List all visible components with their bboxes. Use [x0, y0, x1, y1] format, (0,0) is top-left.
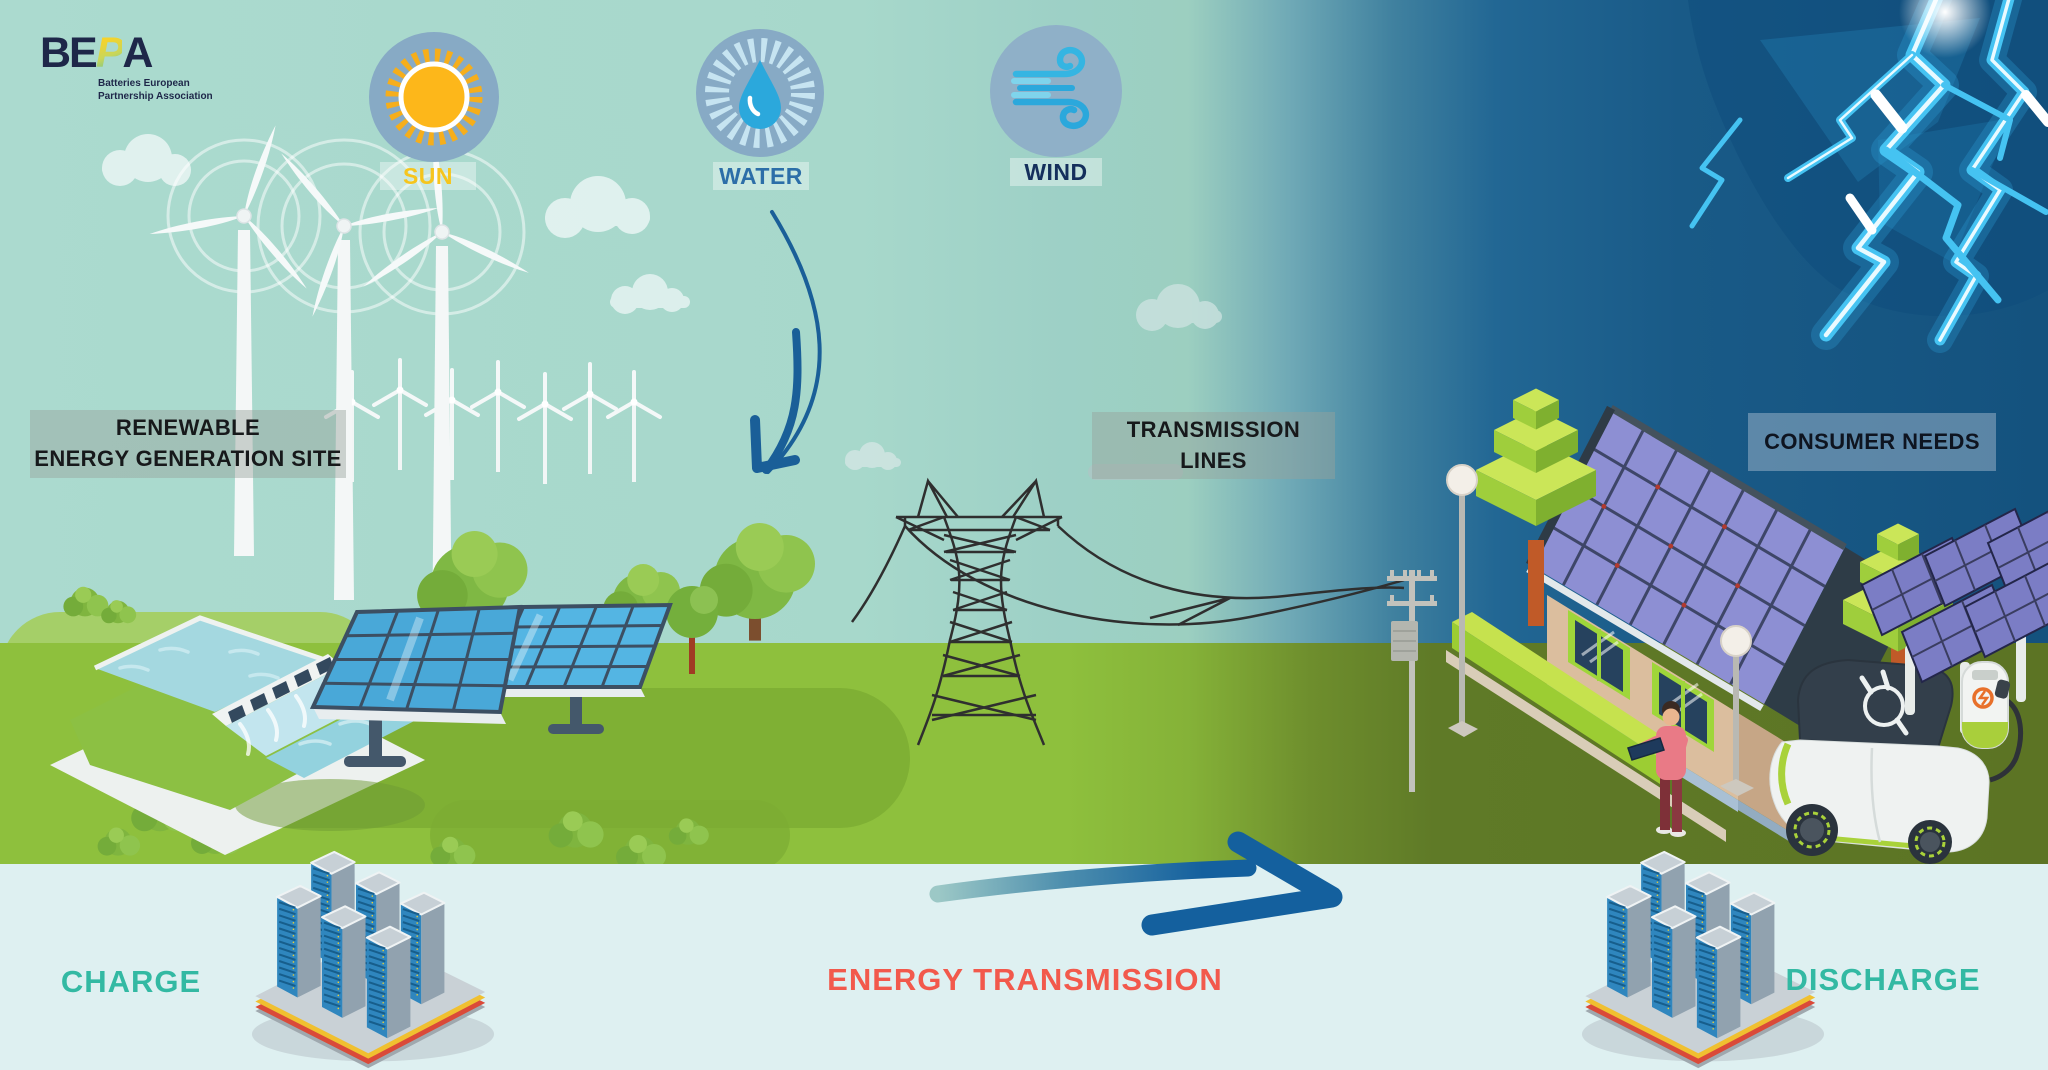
bepa-logo: BEPA Batteries European Partnership Asso…	[40, 32, 240, 112]
water-flow-arrow	[750, 210, 822, 474]
wind-icon	[990, 25, 1122, 157]
iso-tree	[1476, 388, 1596, 626]
tagline-line2: Partnership Association	[98, 90, 213, 102]
street-lamp	[1720, 625, 1754, 796]
energy-transmission-label: ENERGY TRANSMISSION	[820, 962, 1230, 998]
brand-bolt-letter: P	[95, 29, 125, 77]
clouds	[102, 134, 1222, 480]
brand-wordmark: BEPA	[40, 32, 240, 75]
sun-label-text: SUN	[402, 162, 454, 189]
lightning-icon	[1688, 0, 2048, 353]
water-label-text: WATER	[719, 162, 803, 189]
wind-label: WIND	[1010, 158, 1102, 186]
discharge-label: DISCHARGE	[1768, 962, 1998, 998]
solar-panel-array-left	[309, 602, 673, 767]
charge-label: CHARGE	[46, 964, 216, 1000]
hedge	[1446, 612, 1726, 842]
wind-label-text: WIND	[1024, 158, 1088, 185]
transmission-label: TRANSMISSION LINES	[1092, 412, 1335, 479]
power-lines	[850, 525, 1405, 627]
energy-transmission-arrow	[929, 831, 1343, 936]
consumer-label-text: CONSUMER NEEDS	[1764, 428, 1980, 454]
site-label-line2: ENERGY GENERATION SITE	[34, 446, 342, 471]
window	[1568, 610, 1630, 700]
water-icon	[696, 29, 824, 157]
charge-label-text: CHARGE	[60, 964, 202, 999]
discharge-label-text: DISCHARGE	[1785, 962, 1981, 997]
window	[1652, 662, 1714, 752]
wind-turbine	[147, 98, 532, 648]
brand-suffix: A	[122, 29, 153, 77]
sun-icon	[369, 32, 499, 162]
energy-transmission-label-text: ENERGY TRANSMISSION	[827, 962, 1223, 997]
tagline-line1: Batteries European	[98, 78, 190, 89]
person	[1627, 701, 1688, 837]
transmission-label-line2: LINES	[1180, 447, 1247, 473]
ev-charger-icon	[1961, 661, 2024, 783]
sun-label: SUN	[380, 162, 476, 190]
brand-prefix: BE	[40, 29, 98, 77]
water-label: WATER	[713, 162, 809, 190]
brand-tagline: Batteries European Partnership Associati…	[98, 78, 213, 103]
consumer-label: CONSUMER NEEDS	[1748, 413, 1996, 471]
utility-pole-icon	[1387, 570, 1437, 792]
site-label-line1: RENEWABLE	[115, 415, 261, 441]
transmission-tower-icon	[895, 477, 1063, 746]
street-lamp	[1446, 464, 1478, 737]
transmission-label-line1: TRANSMISSION	[1126, 416, 1301, 442]
site-label: RENEWABLE ENERGY GENERATION SITE	[30, 410, 346, 478]
